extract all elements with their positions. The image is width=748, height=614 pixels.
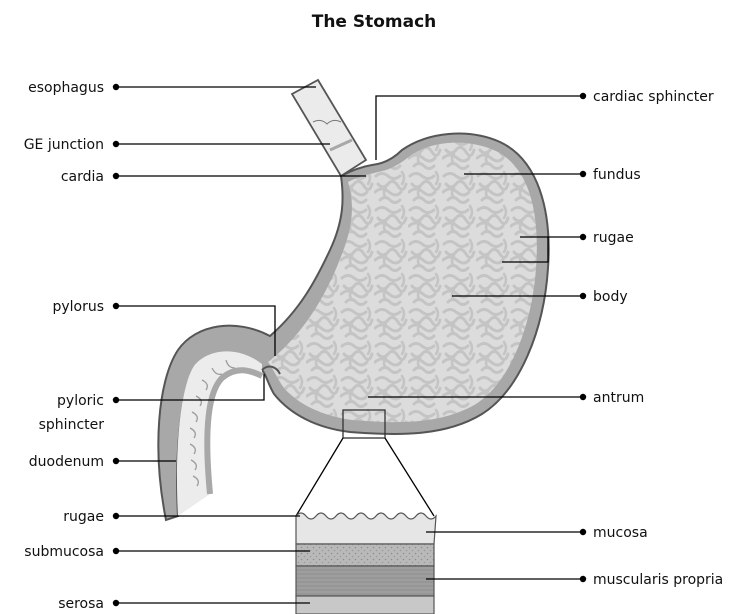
label-pylorus: pylorus: [52, 299, 104, 315]
label-body: body: [593, 289, 628, 305]
layer-mucosa: [296, 513, 436, 544]
diagram-title: The Stomach: [312, 12, 437, 32]
label-pyloric-sphincter-line1: pyloric: [57, 393, 104, 409]
label-muscularis-propria: muscularis propria: [593, 572, 723, 588]
label-cardiac-sphincter: cardiac sphincter: [593, 89, 714, 105]
label-cardia: cardia: [61, 169, 104, 185]
duodenum-shape: [177, 351, 262, 516]
stomach-body-shape: [158, 134, 548, 520]
layer-muscularis: [296, 566, 434, 596]
label-antrum: antrum: [593, 390, 644, 406]
layer-serosa: [296, 596, 434, 614]
label-duodenum: duodenum: [29, 454, 104, 470]
label-pyloric-sphincter-line2: sphincter: [39, 417, 105, 433]
magnify-lines: [296, 438, 434, 516]
label-serosa: serosa: [58, 596, 104, 612]
layer-submucosa: [296, 544, 434, 566]
label-mucosa: mucosa: [593, 525, 648, 541]
label-esophagus: esophagus: [28, 80, 104, 96]
label-submucosa: submucosa: [24, 544, 104, 560]
label-fundus: fundus: [593, 167, 641, 183]
wall-layers: [296, 513, 436, 614]
esophagus-tube: [292, 80, 366, 176]
label-rugae: rugae: [593, 230, 634, 246]
label-rugae-layer: rugae: [63, 509, 104, 525]
label-ge-junction: GE junction: [24, 137, 104, 153]
